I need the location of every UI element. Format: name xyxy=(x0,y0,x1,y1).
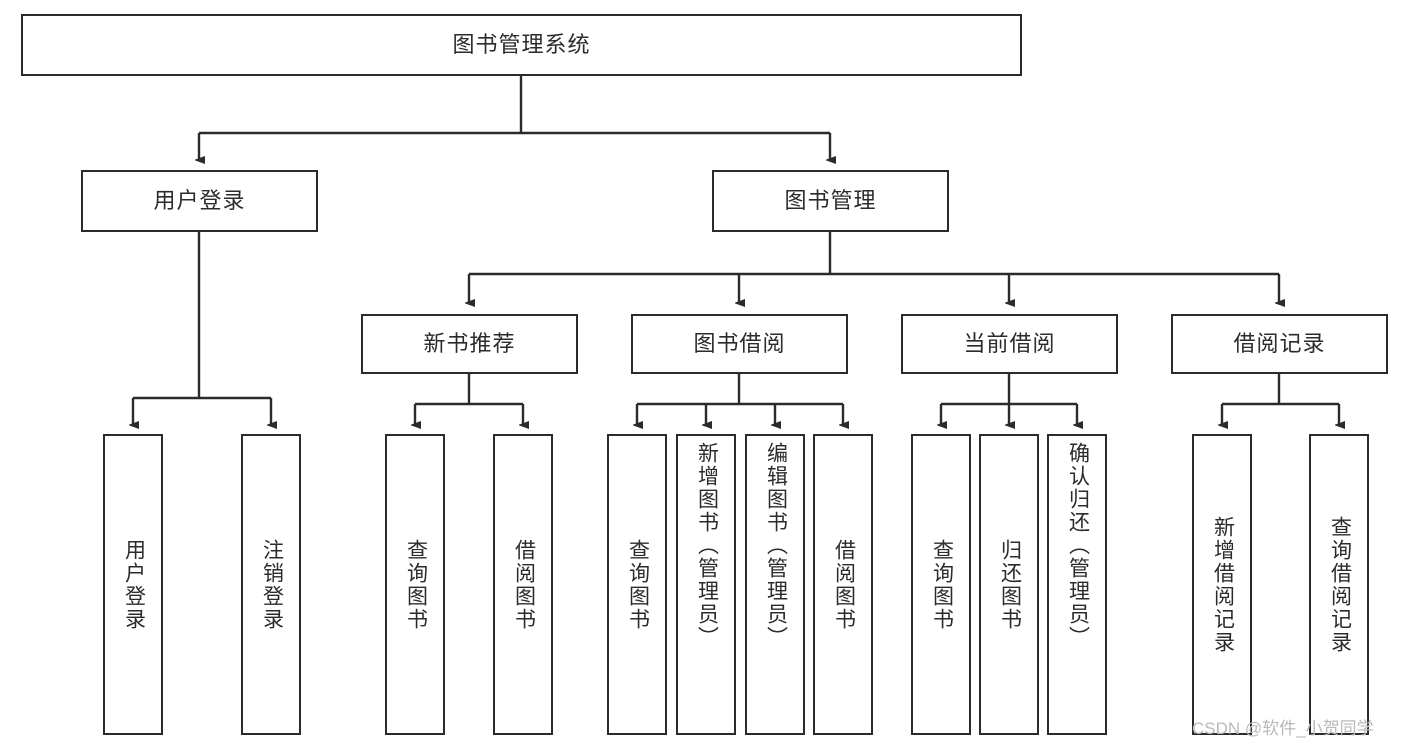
node-label: 借阅图书 xyxy=(512,538,536,631)
node-leaf-edit-book[interactable]: 编辑图书（管理员） xyxy=(745,434,805,735)
node-label: 注销登录 xyxy=(260,538,284,631)
csdn-watermark: CSDN @软件_小贺同学 xyxy=(1192,719,1374,738)
node-label: 借阅记录 xyxy=(1233,330,1326,356)
node-label: 新书推荐 xyxy=(423,330,516,356)
node-leaf-borrow-book-2[interactable]: 借阅图书 xyxy=(813,434,873,735)
node-label: 归还图书 xyxy=(998,538,1022,631)
node-leaf-user-login[interactable]: 用户登录 xyxy=(103,434,163,735)
node-label: 图书管理系统 xyxy=(452,31,591,57)
node-user-login[interactable]: 用户登录 xyxy=(81,170,318,232)
node-label: 查询图书 xyxy=(626,538,650,631)
node-label: 图书借阅 xyxy=(693,330,786,356)
node-label: 图书管理 xyxy=(784,187,877,213)
node-book-management[interactable]: 图书管理 xyxy=(712,170,949,232)
node-leaf-return-book[interactable]: 归还图书 xyxy=(979,434,1039,735)
node-borrow-record[interactable]: 借阅记录 xyxy=(1171,314,1388,374)
node-label: 当前借阅 xyxy=(963,330,1056,356)
node-label: 用户登录 xyxy=(122,538,146,631)
node-label: 查询借阅记录 xyxy=(1328,515,1352,654)
node-label: 查询图书 xyxy=(404,538,428,631)
node-label: 新增图书（管理员） xyxy=(695,442,719,649)
node-label: 编辑图书（管理员） xyxy=(764,442,788,649)
node-leaf-query-book-3[interactable]: 查询图书 xyxy=(911,434,971,735)
node-leaf-add-book[interactable]: 新增图书（管理员） xyxy=(676,434,736,735)
node-new-book-recommend[interactable]: 新书推荐 xyxy=(361,314,578,374)
node-leaf-query-book-1[interactable]: 查询图书 xyxy=(385,434,445,735)
node-leaf-query-book-2[interactable]: 查询图书 xyxy=(607,434,667,735)
node-label: 确认归还（管理员） xyxy=(1066,442,1090,649)
node-label: 借阅图书 xyxy=(832,538,856,631)
node-root-book-management-system[interactable]: 图书管理系统 xyxy=(21,14,1022,76)
node-leaf-query-borrow-record[interactable]: 查询借阅记录 xyxy=(1309,434,1369,735)
node-label: 查询图书 xyxy=(930,538,954,631)
node-leaf-confirm-return[interactable]: 确认归还（管理员） xyxy=(1047,434,1107,735)
node-label: 用户登录 xyxy=(153,187,246,213)
node-book-borrow[interactable]: 图书借阅 xyxy=(631,314,848,374)
node-leaf-add-borrow-record[interactable]: 新增借阅记录 xyxy=(1192,434,1252,735)
node-leaf-borrow-book-1[interactable]: 借阅图书 xyxy=(493,434,553,735)
node-leaf-logout-login[interactable]: 注销登录 xyxy=(241,434,301,735)
node-label: 新增借阅记录 xyxy=(1211,515,1235,654)
node-current-borrow[interactable]: 当前借阅 xyxy=(901,314,1118,374)
